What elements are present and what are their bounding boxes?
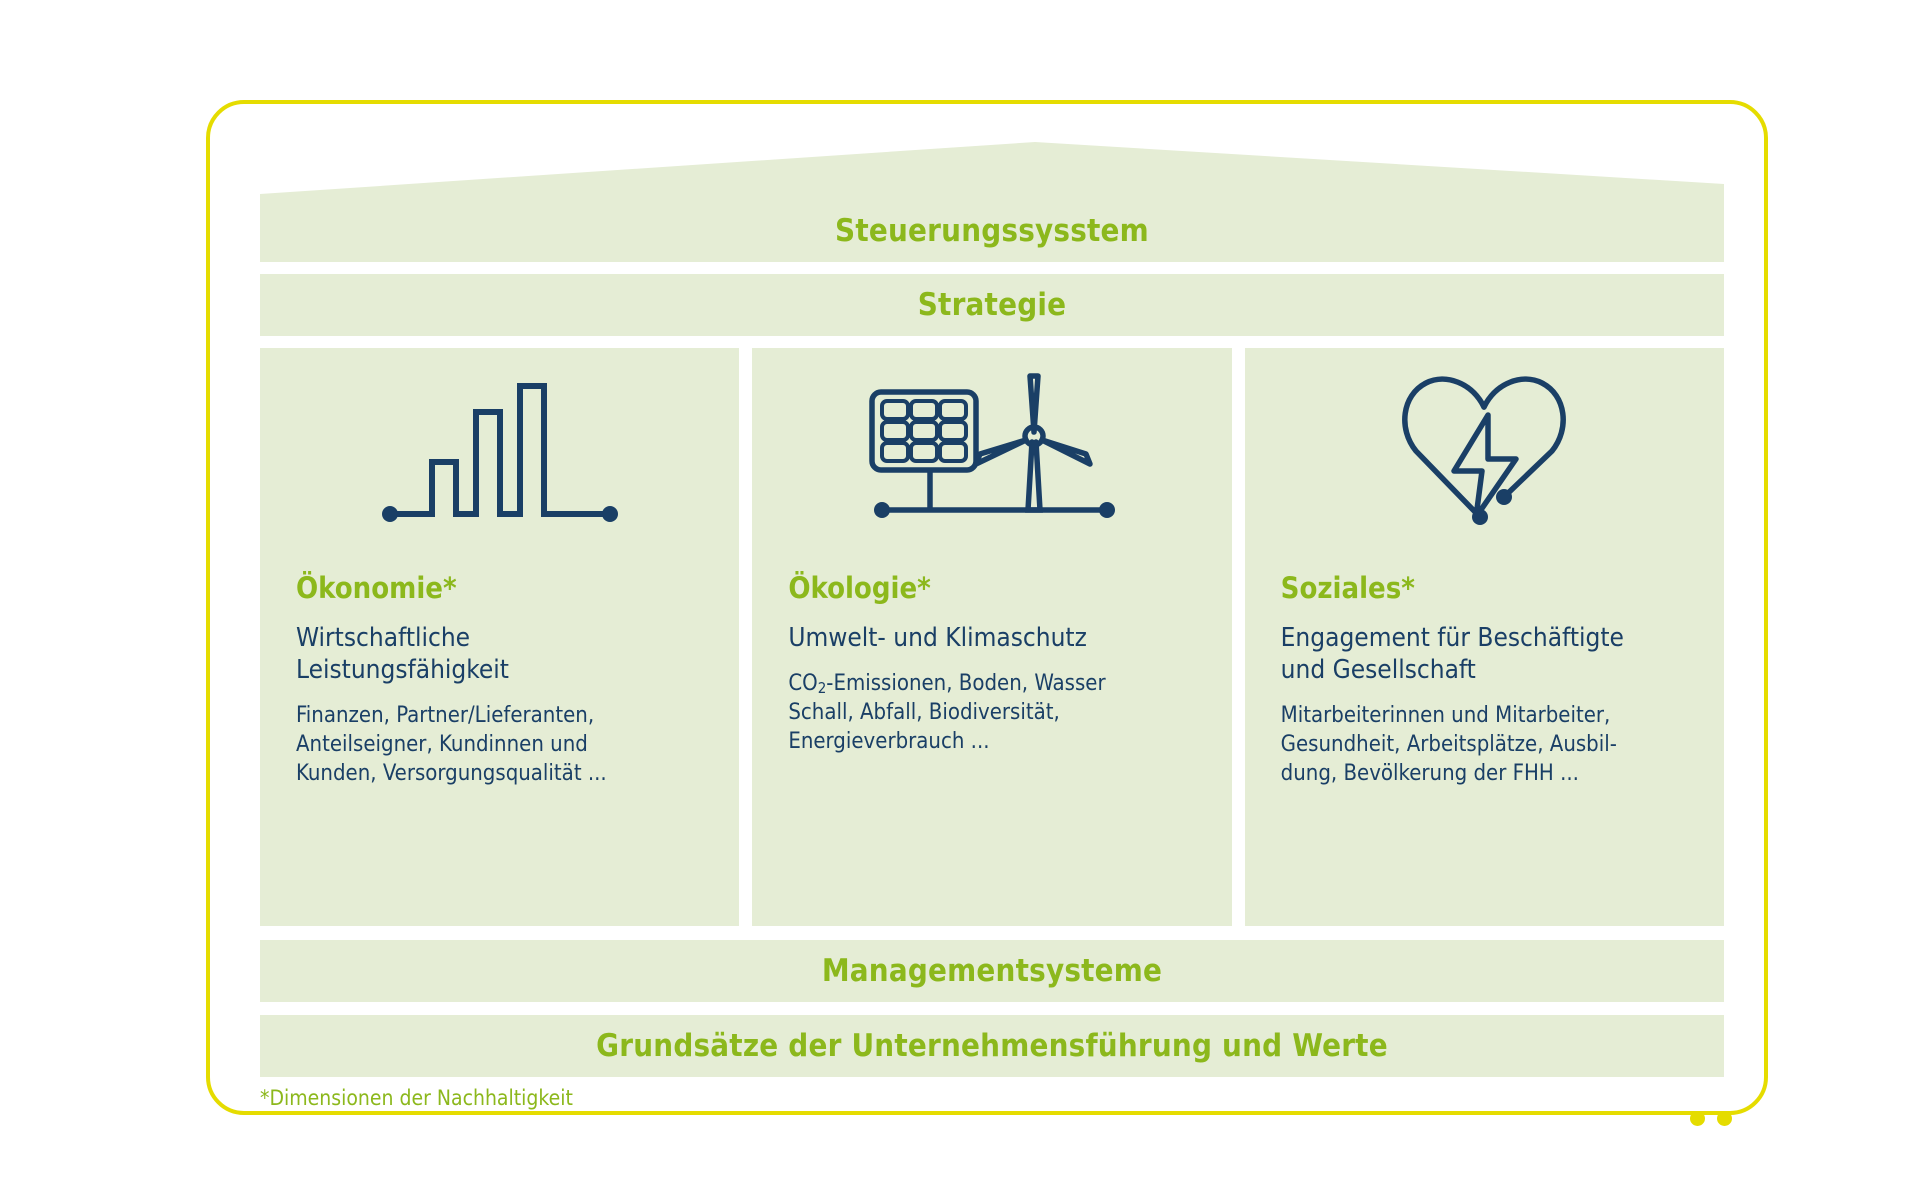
diagram-frame: Steuerungssysstem Strategie Ökon (188, 82, 1786, 1133)
pillar-soziales-title: Soziales* (1280, 571, 1415, 605)
pillar-oekonomie-subtitle: Wirtschaftliche Leistungsfähigkeit (296, 623, 509, 686)
pillar-soziales-description: Mitarbeiterinnen und Mitarbeiter, Gesund… (1280, 702, 1617, 786)
pillar-oekonomie-title: Ökonomie* (296, 571, 457, 605)
band-managementsysteme-label: Managementsysteme (821, 953, 1163, 989)
pillar-soziales: Soziales* Engagement für Beschäftigte un… (1244, 348, 1724, 926)
band-grundsaetze: Grundsätze der Unternehmensführung und W… (260, 1015, 1724, 1077)
pillar-oekologie-title: Ökologie* (788, 571, 931, 605)
pillar-oekologie-subtitle: Umwelt- und Klimaschutz (788, 623, 1087, 654)
footnote: *Dimensionen der Nachhaltigkeit (260, 1086, 573, 1110)
band-grundsaetze-label: Grundsätze der Unternehmensführung und W… (596, 1028, 1388, 1064)
solar-panel-wind-turbine-icon (788, 348, 1195, 556)
band-strategie-label: Strategie (917, 287, 1067, 323)
heart-bolt-icon (1281, 348, 1688, 556)
pillar-group: Ökonomie* Wirtschaftliche Leistungsfähig… (260, 348, 1724, 926)
band-strategie: Strategie (260, 274, 1724, 336)
band-steuerungssystem-label: Steuerungssysstem (835, 212, 1149, 249)
pillar-oekonomie-description: Finanzen, Partner/Lieferanten, Anteilsei… (296, 702, 607, 786)
pillar-oekologie: Ökologie* Umwelt- und Klimaschutz CO2-Em… (752, 348, 1232, 926)
diagram-content: Steuerungssysstem Strategie Ökon (260, 100, 1724, 1115)
bar-chart-icon (296, 348, 703, 556)
decorative-dot-2 (1717, 1111, 1732, 1126)
co2-rest: -Emissionen, Boden, Wasser Schall, Abfal… (788, 671, 1106, 755)
co2-prefix: CO (788, 671, 818, 697)
pillar-oekonomie: Ökonomie* Wirtschaftliche Leistungsfähig… (260, 348, 740, 926)
band-steuerungssystem: Steuerungssysstem (260, 199, 1724, 262)
band-managementsysteme: Managementsysteme (260, 940, 1724, 1002)
pillar-soziales-subtitle: Engagement für Beschäftigte und Gesellsc… (1280, 623, 1624, 686)
roof-shape (260, 142, 1724, 200)
pillar-oekologie-description: CO2-Emissionen, Boden, Wasser Schall, Ab… (788, 669, 1195, 756)
co2-subscript: 2 (817, 679, 827, 698)
decorative-dot-1 (1690, 1111, 1705, 1126)
decorative-dots (1690, 1111, 1732, 1126)
